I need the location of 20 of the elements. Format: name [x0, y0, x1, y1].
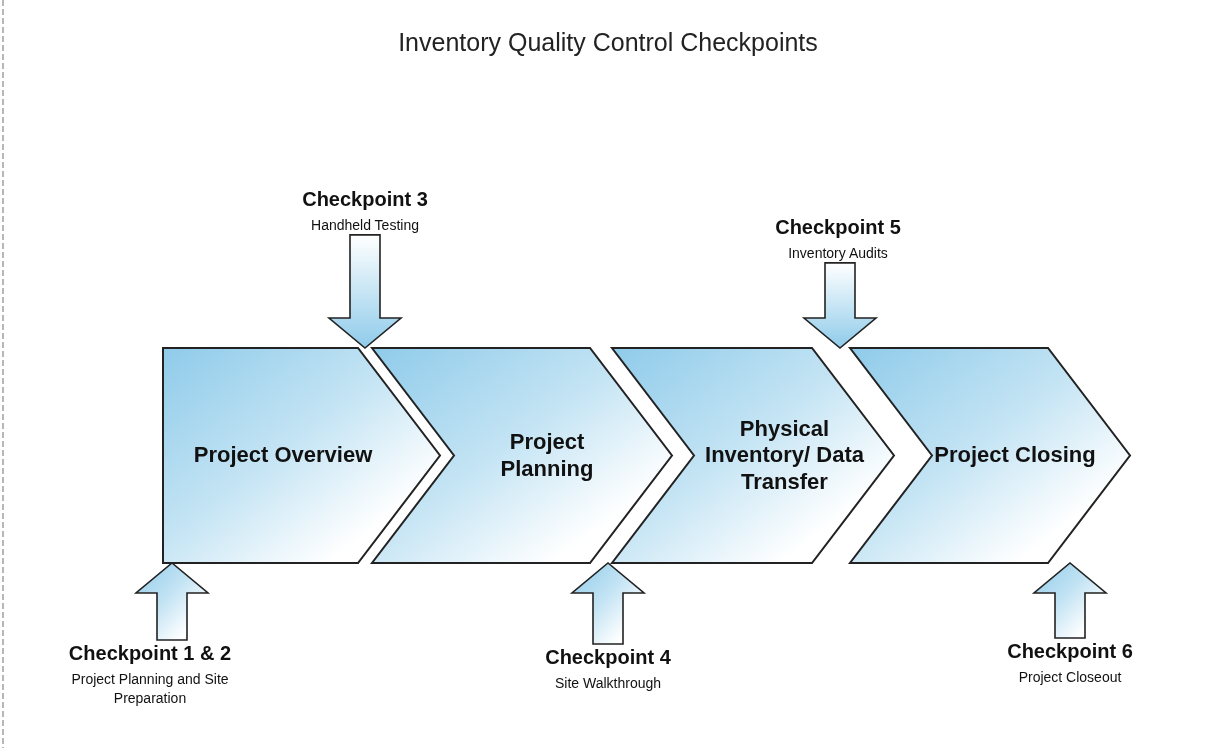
stage-label: Project Overview	[193, 442, 373, 469]
checkpoint-description: Handheld Testing	[311, 216, 419, 235]
checkpoint-description: Project Planning and Site Preparation	[70, 670, 230, 708]
block-arrow	[133, 561, 211, 641]
stage-label: Physical Inventory/ Data Transfer	[704, 415, 865, 496]
checkpoint-description: Project Closeout	[1018, 668, 1122, 687]
checkpoint-description: Inventory Audits	[788, 244, 888, 263]
checkpoint-heading: Checkpoint 5	[775, 215, 901, 240]
block-arrow	[569, 561, 647, 645]
checkpoint-heading: Checkpoint 3	[302, 187, 428, 212]
stage-label: Project Planning	[499, 429, 595, 482]
checkpoint-description: Site Walkthrough	[554, 674, 662, 693]
block-arrow	[1031, 561, 1109, 639]
block-arrow	[801, 262, 879, 350]
checkpoint-heading: Checkpoint 1 & 2	[68, 641, 232, 666]
diagram-title: Inventory Quality Control Checkpoints	[398, 28, 818, 56]
stage-label: Project Closing	[934, 442, 1096, 469]
checkpoint-heading: Checkpoint 4	[545, 645, 671, 670]
checkpoint-heading: Checkpoint 6	[1007, 639, 1133, 664]
block-arrow	[326, 234, 404, 350]
